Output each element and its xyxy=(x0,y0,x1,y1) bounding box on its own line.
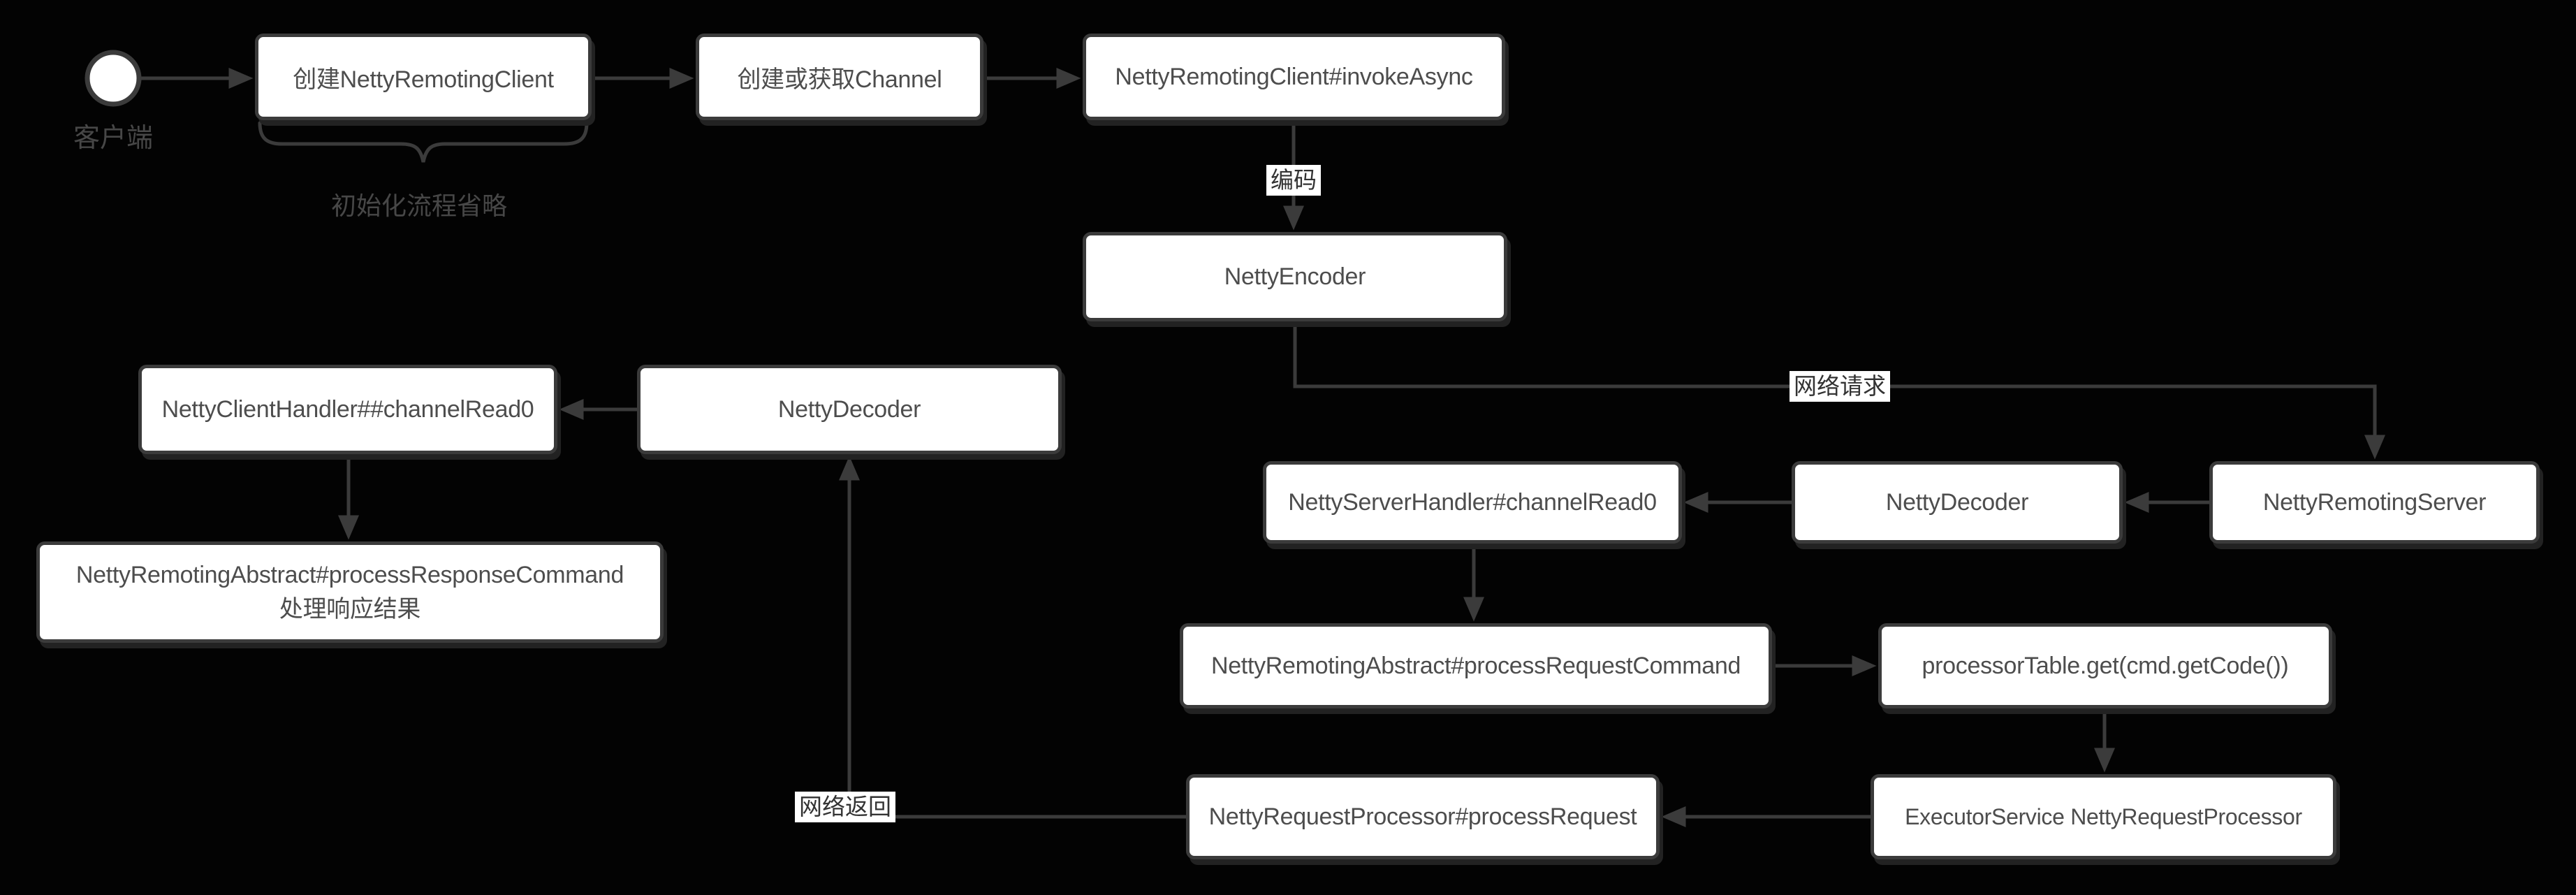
edge-request-processor-to-client-decoder xyxy=(839,456,1186,819)
node-create-or-get-channel: 创建或获取Channel xyxy=(696,34,983,120)
node-process-response-command: NettyRemotingAbstract#processResponseCom… xyxy=(36,541,664,643)
node-netty-encoder: NettyEncoder xyxy=(1083,232,1507,321)
client-start-circle xyxy=(85,50,142,107)
node-server-netty-decoder: NettyDecoder xyxy=(1792,461,2123,544)
node-server-handler-channelread0: NettyServerHandler#channelRead0 xyxy=(1263,461,1682,544)
edge-label-encode: 编码 xyxy=(1266,165,1321,196)
init-flow-note: 初始化流程省略 xyxy=(330,191,508,220)
node-create-netty-remoting-client: 创建NettyRemotingClient xyxy=(255,34,592,120)
node-executor-service: ExecutorService NettyRequestProcessor xyxy=(1871,774,2336,859)
node-request-processor-process-request: NettyRequestProcessor#processRequest xyxy=(1186,774,1660,859)
node-client-handler-channelread0: NettyClientHandler##channelRead0 xyxy=(138,365,557,454)
node-process-request-command: NettyRemotingAbstract#processRequestComm… xyxy=(1180,623,1772,708)
node-client-netty-decoder: NettyDecoder xyxy=(637,365,1062,454)
client-start-label: 客户端 xyxy=(73,124,154,153)
init-flow-brace xyxy=(258,121,589,163)
edge-label-network-return: 网络返回 xyxy=(795,792,895,822)
process-response-line2: 处理响应结果 xyxy=(279,595,421,623)
process-response-line1: NettyRemotingAbstract#processResponseCom… xyxy=(75,562,624,589)
edge-label-network-request: 网络请求 xyxy=(1790,371,1890,402)
node-invoke-async: NettyRemotingClient#invokeAsync xyxy=(1083,34,1505,120)
node-netty-remoting-server: NettyRemotingServer xyxy=(2209,461,2540,544)
node-processor-table-get: processorTable.get(cmd.getCode()) xyxy=(1878,623,2332,708)
